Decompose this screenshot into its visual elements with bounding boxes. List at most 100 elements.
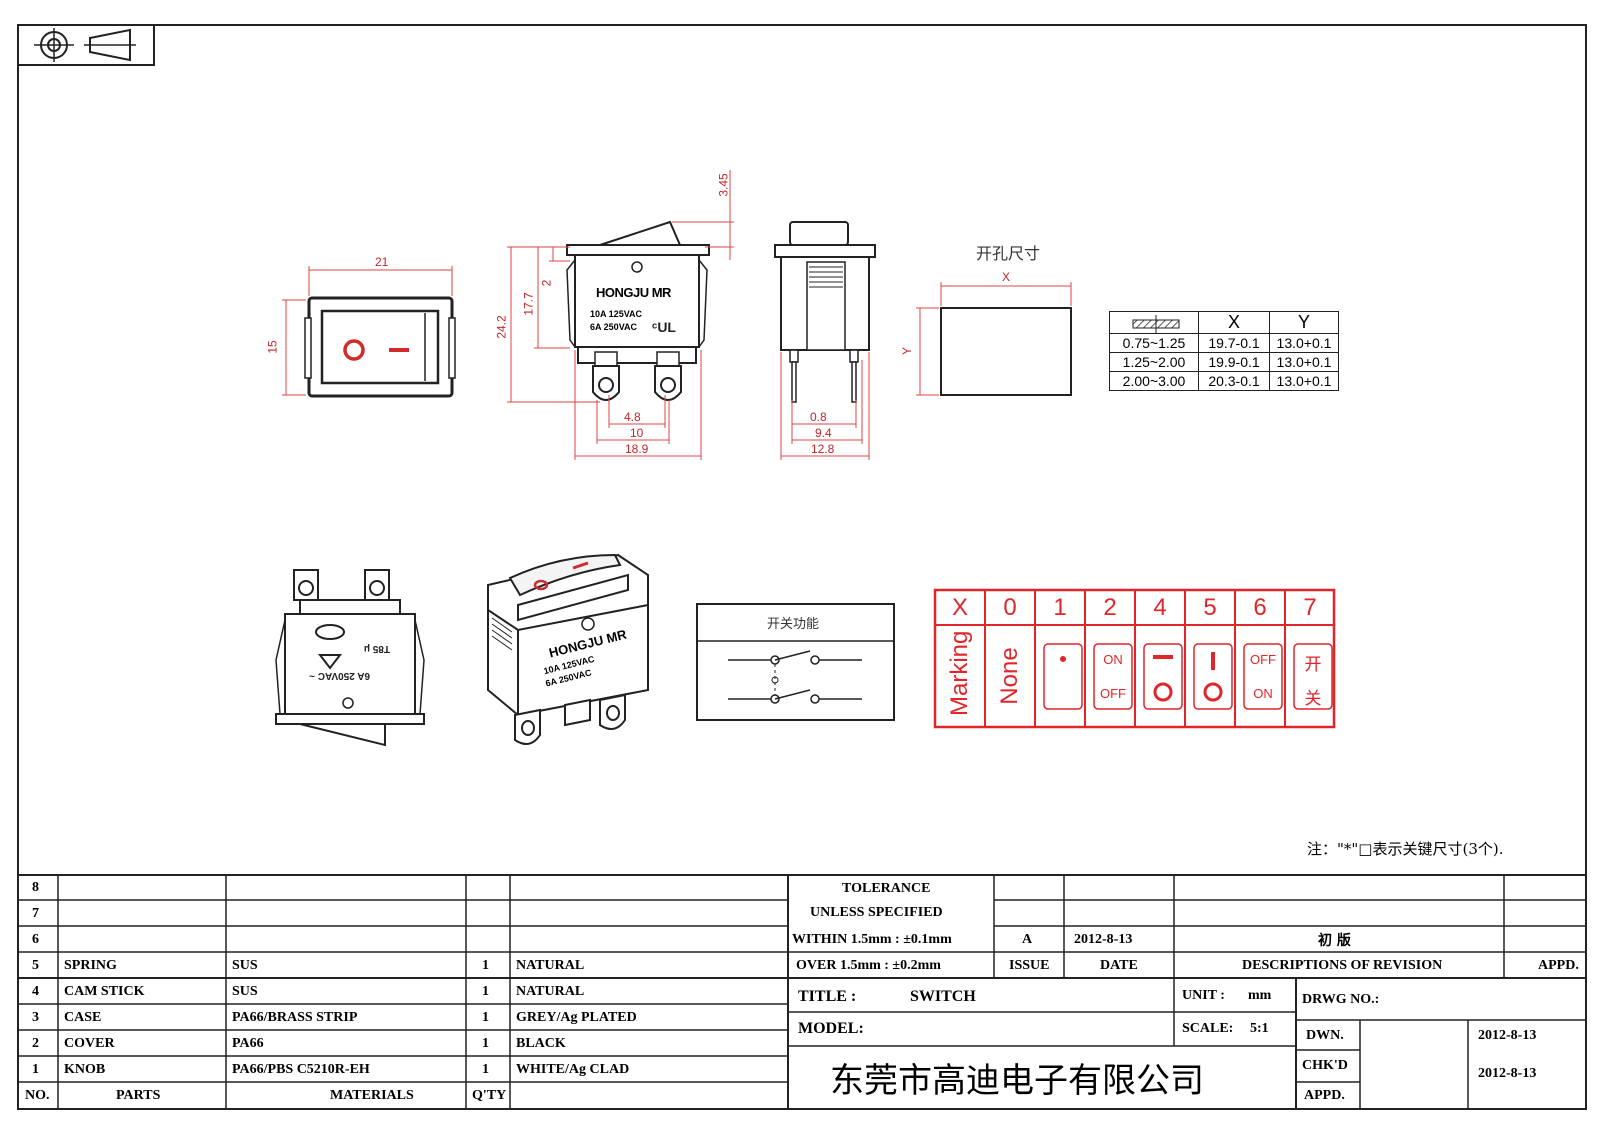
- bom-no: 4: [32, 984, 39, 999]
- bom-no: 1: [32, 1062, 39, 1077]
- hole-y: 13.0+0.1: [1269, 371, 1339, 391]
- panel-cutout: [916, 282, 1072, 396]
- marking-none-text: None: [996, 647, 1023, 705]
- dim-height-2: 2: [539, 279, 554, 287]
- tolerance-title: TOLERANCE: [842, 881, 931, 896]
- bom-part: CASE: [64, 1010, 102, 1025]
- bom-part: COVER: [64, 1036, 115, 1051]
- dwn-label: DWN.: [1306, 1028, 1344, 1043]
- bom-qty: 1: [482, 958, 489, 973]
- bom-title-grid: [18, 874, 1586, 1109]
- bom-no: 5: [32, 958, 39, 973]
- projection-symbol-icon: [17, 24, 155, 66]
- drwg-no-label: DRWG NO.:: [1302, 992, 1380, 1007]
- dim-width-12-8: 12.8: [811, 442, 835, 456]
- chkd-label: CHK'D: [1302, 1058, 1348, 1073]
- marking-off-top: OFF: [1250, 652, 1276, 667]
- bom-material: PA66/BRASS STRIP: [232, 1010, 358, 1025]
- company-name: 东莞市高迪电子有限公司: [830, 1061, 1204, 1101]
- marking-header-5: 5: [1203, 594, 1217, 621]
- bom-qty: 1: [482, 1062, 489, 1077]
- svg-text:T85 μ: T85 μ: [364, 643, 390, 654]
- marking-header-1: 1: [1053, 594, 1067, 621]
- dim-height-17-7: 17.7: [521, 292, 536, 316]
- marking-off-bottom: OFF: [1100, 686, 1126, 701]
- marking-header-2: 2: [1103, 594, 1117, 621]
- dwn-date: 2012-8-13: [1478, 1028, 1537, 1043]
- hole-y-label: Y: [900, 346, 915, 356]
- tolerance-within: WITHIN 1.5mm : ±0.1mm: [792, 932, 952, 947]
- hole-title: 开孔尺寸: [976, 244, 1041, 263]
- appd-header: APPD.: [1538, 958, 1579, 973]
- bom-material: SUS: [232, 958, 258, 973]
- bom-header-parts: PARTS: [116, 1088, 161, 1103]
- chkd-date: 2012-8-13: [1478, 1066, 1537, 1081]
- hole-table-header-y: Y: [1269, 311, 1339, 334]
- bom-finish: NATURAL: [516, 984, 585, 999]
- hole-table-header-x: X: [1198, 311, 1270, 334]
- dim-height-3-45: 3.45: [716, 173, 731, 197]
- appd-label: APPD.: [1304, 1088, 1345, 1103]
- label-rating-1: 10A 125VAC: [590, 309, 643, 319]
- drawing-note: 注："*"□表示关键尺寸(3个).: [1307, 840, 1504, 858]
- label-brand: HONGJU MR: [596, 285, 671, 300]
- dim-height-15: 15: [265, 340, 280, 354]
- bom-no: 8: [32, 880, 39, 895]
- dim-width-21: 21: [375, 255, 389, 269]
- end-view: [774, 221, 876, 460]
- bom-part: CAM STICK: [64, 984, 145, 999]
- hole-range: 0.75~1.25: [1109, 333, 1199, 353]
- side-view: ᶜUL: [507, 170, 734, 460]
- marking-symbols: [1060, 652, 1223, 702]
- marking-on-bottom: ON: [1253, 686, 1273, 701]
- tolerance-over: OVER 1.5mm : ±0.2mm: [796, 958, 941, 973]
- tolerance-unless: UNLESS SPECIFIED: [810, 905, 943, 920]
- dim-pin-9-4: 9.4: [815, 426, 832, 440]
- bom-header-qty: Q'TY: [472, 1088, 507, 1103]
- dim-pitch-10: 10: [630, 426, 644, 440]
- bom-header-no: NO.: [25, 1088, 50, 1103]
- bom-qty: 1: [482, 1010, 489, 1025]
- dim-height-24-2: 24.2: [494, 315, 509, 339]
- title-label: TITLE :: [798, 988, 857, 1005]
- bom-part: KNOB: [64, 1062, 106, 1077]
- marking-header-6: 6: [1253, 594, 1267, 621]
- scale-label: SCALE:: [1182, 1021, 1234, 1036]
- hole-x: 19.7-0.1: [1198, 333, 1270, 353]
- bom-qty: 1: [482, 984, 489, 999]
- hole-x-label: X: [1002, 270, 1011, 284]
- bom-finish: GREY/Ag PLATED: [516, 1010, 637, 1025]
- revision-description: 初 版: [1318, 933, 1351, 949]
- bom-no: 6: [32, 932, 39, 947]
- marking-header-0: 0: [1003, 594, 1017, 621]
- hole-range: 1.25~2.00: [1109, 352, 1199, 372]
- svg-text:ᶜUL: ᶜUL: [652, 319, 676, 335]
- date-value: 2012-8-13: [1074, 932, 1133, 947]
- marking-guan: 关: [1304, 689, 1322, 709]
- bom-finish: WHITE/Ag CLAD: [516, 1062, 630, 1077]
- bom-material: SUS: [232, 984, 258, 999]
- unit-label: UNIT :: [1182, 988, 1225, 1003]
- isometric-view: [487, 553, 649, 745]
- hole-x: 20.3-0.1: [1198, 371, 1270, 391]
- marking-on-top: ON: [1103, 652, 1123, 667]
- date-header: DATE: [1100, 958, 1138, 973]
- marking-header-7: 7: [1303, 594, 1317, 621]
- bom-qty: 1: [482, 1036, 489, 1051]
- switch-function-title: 开关功能: [767, 617, 820, 632]
- bom-finish: BLACK: [516, 1036, 566, 1051]
- bom-header-materials: MATERIALS: [330, 1088, 414, 1103]
- bom-part: SPRING: [64, 958, 117, 973]
- bom-material: PA66/PBS C5210R-EH: [232, 1062, 370, 1077]
- front-view: [282, 266, 456, 398]
- label-rating-2: 6A 250VAC: [590, 322, 638, 332]
- hole-y: 13.0+0.1: [1269, 333, 1339, 353]
- scale-value: 5:1: [1250, 1021, 1269, 1036]
- bom-material: PA66: [232, 1036, 264, 1051]
- hole-x: 19.9-0.1: [1198, 352, 1270, 372]
